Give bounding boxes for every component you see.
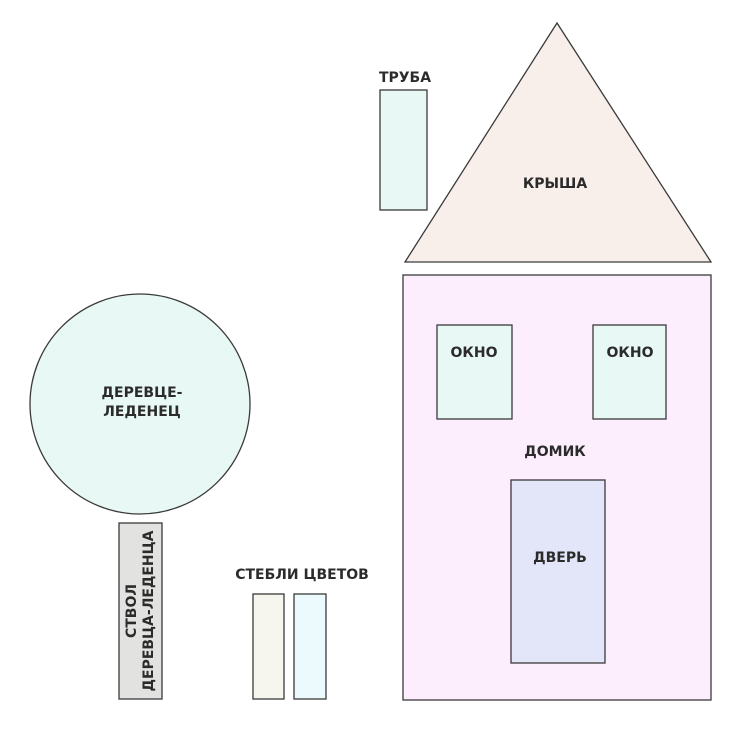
tree-crown-label-line1: ДЕРЕВЦЕ- (102, 385, 183, 401)
flower-stem-left (252, 593, 285, 700)
tree-trunk-label-line1: СТВОЛ (124, 584, 140, 638)
house-label: ДОМИК (524, 444, 586, 460)
flower-stems-label: СТЕБЛИ ЦВЕТОВ (235, 567, 369, 583)
chimney-label: ТРУБА (379, 70, 431, 86)
roof-label: КРЫША (523, 176, 588, 192)
window-right-label: ОКНО (607, 345, 654, 361)
tree-trunk-label-line2: ДЕРЕВЦА-ЛЕДЕНЦА (141, 530, 157, 691)
tree-crown-label-line2: ЛЕДЕНЕЦ (103, 404, 181, 420)
window-left (436, 324, 513, 420)
window-left-label: ОКНО (451, 345, 498, 361)
tree-trunk (118, 522, 163, 700)
window-right (592, 324, 667, 420)
roof (403, 21, 713, 263)
door-label: ДВЕРЬ (533, 550, 587, 566)
door (510, 479, 606, 664)
tree-crown (29, 293, 251, 515)
chimney (379, 89, 428, 211)
flower-stem-right (293, 593, 327, 700)
